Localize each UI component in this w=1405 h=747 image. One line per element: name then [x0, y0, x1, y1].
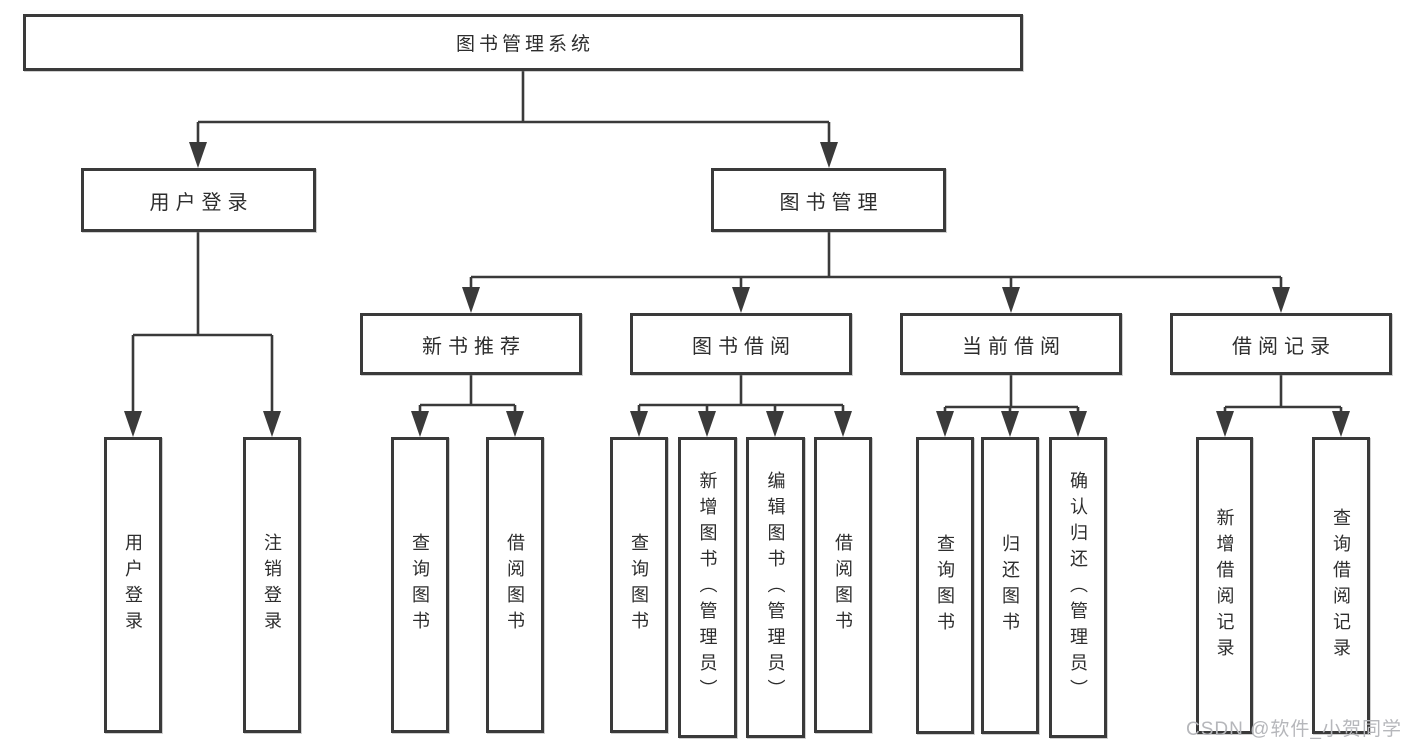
connector-root-to-level2: [196, 71, 831, 144]
node-new-book-recommend: 新书推荐: [360, 313, 582, 375]
leaf-query-book-current: 查询图书: [916, 437, 974, 734]
node-root: 图书管理系统: [23, 14, 1023, 71]
leaf-borrow-book-recommend: 借阅图书: [486, 437, 544, 733]
leaf-query-book-borrow: 查询图书: [610, 437, 668, 733]
node-current-borrow: 当前借阅: [900, 313, 1122, 375]
node-user-login: 用户登录: [81, 168, 316, 232]
connector-userlogin-to-leaves: [131, 232, 274, 413]
connector-currentborrow-to-leaves: [943, 375, 1080, 413]
node-borrow-record: 借阅记录: [1170, 313, 1392, 375]
arrowheads: [124, 142, 1350, 437]
leaf-borrow-book: 借阅图书: [814, 437, 872, 733]
connector-bookmgmt-to-level3: [469, 232, 1283, 289]
leaf-add-borrow-record: 新增借阅记录: [1196, 437, 1253, 734]
leaf-query-book-recommend: 查询图书: [391, 437, 449, 733]
leaf-add-book-admin: 新增图书（管理员）: [678, 437, 737, 738]
leaf-edit-book-admin: 编辑图书（管理员）: [746, 437, 805, 738]
leaf-user-login: 用户登录: [104, 437, 162, 733]
leaf-logout: 注销登录: [243, 437, 301, 733]
connector-bookborrow-to-leaves: [637, 375, 845, 413]
leaf-query-borrow-record: 查询借阅记录: [1312, 437, 1370, 734]
csdn-watermark: CSDN @软件_小贺同学: [1186, 719, 1402, 740]
node-book-borrow: 图书借阅: [630, 313, 852, 375]
leaf-confirm-return-admin: 确认归还（管理员）: [1049, 437, 1107, 738]
node-book-management: 图书管理: [711, 168, 946, 232]
leaf-return-book: 归还图书: [981, 437, 1039, 734]
connector-newbookrec-to-leaves: [418, 375, 517, 413]
connector-borrowrecord-to-leaves: [1223, 375, 1343, 413]
